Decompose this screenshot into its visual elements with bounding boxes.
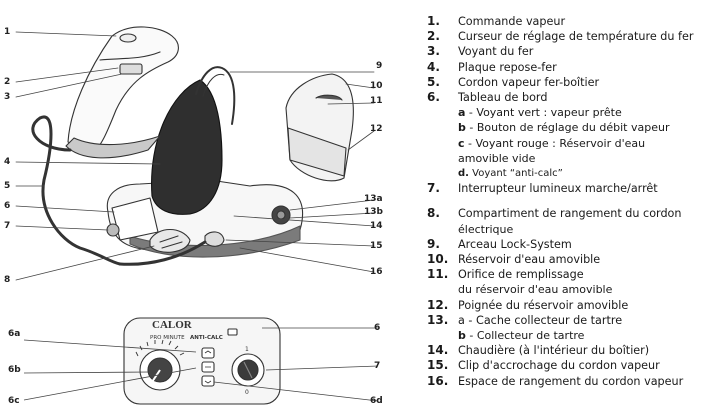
legend-sub-13b: b - Collecteur de tartre <box>458 329 585 343</box>
callout-16: 16 <box>370 267 383 277</box>
iron-steam-trigger <box>119 33 137 43</box>
cord-compartment <box>149 228 191 253</box>
legend-sub-6a: a - Voyant vert : vapeur prête <box>458 106 622 120</box>
legend-item-11: 11.Orifice de remplissage <box>427 267 584 282</box>
callout-7: 7 <box>4 221 10 231</box>
callout-5: 5 <box>4 181 10 191</box>
tank-fill-opening <box>315 94 343 101</box>
cord-clip <box>204 231 225 247</box>
legend-item-15: 15.Clip d'accrochage du cordon vapeur <box>427 358 660 373</box>
legend: 1.Commande vapeur 2.Curseur de réglage d… <box>427 14 699 389</box>
legend-item-5: 5.Cordon vapeur fer-boîtier <box>427 74 600 89</box>
callout-10: 10 <box>370 81 383 91</box>
power-switch <box>231 353 265 387</box>
iron-temp-slider <box>119 63 143 75</box>
legend-item-12: 12.Poignée du réservoir amovible <box>427 297 629 312</box>
lock-arch <box>195 66 236 125</box>
steam-cord <box>31 115 122 266</box>
callout-8: 8 <box>4 275 10 285</box>
indicator-lights <box>201 347 215 387</box>
iron-rest-plate <box>151 79 223 215</box>
callout-9: 9 <box>376 61 382 71</box>
callout-12: 12 <box>370 124 383 134</box>
callout-15: 15 <box>370 241 383 251</box>
legend-item-7: 7.Interrupteur lumineux marche/arrêt <box>427 181 658 196</box>
legend-sub-6d: d. Voyant “anti-calc” <box>458 168 563 180</box>
callout-14: 14 <box>370 221 383 231</box>
panel-anticalc: ANTI-CALC <box>190 335 223 341</box>
callout-13b: 13b <box>364 207 384 217</box>
legend-item-1: 1.Commande vapeur <box>427 14 566 28</box>
legend-item-13: 13.a - Cache collecteur de tartre <box>427 312 623 327</box>
callout-11: 11 <box>370 96 383 106</box>
panel-brand: CALOR <box>152 319 193 331</box>
iron-soleplate <box>65 135 161 159</box>
callout-6c: 6c <box>8 396 20 406</box>
callout-2: 2 <box>4 77 10 87</box>
legend-item-9: 9.Arceau Lock-System <box>427 236 572 251</box>
legend-sub-6c-cont: amovible vide <box>458 151 536 165</box>
legend-item-8-cont: électrique <box>458 222 514 236</box>
panel-model: PRO MINUTE <box>150 335 185 341</box>
callout-6d: 6d <box>370 396 383 406</box>
anticalc-indicator <box>227 328 238 336</box>
legend-item-3: 3.Voyant du fer <box>427 44 534 59</box>
switch-on-label: 1 <box>245 346 249 353</box>
callout-4: 4 <box>4 157 10 167</box>
callout-6a: 6a <box>8 329 20 339</box>
legend-item-6: 6.Tableau de bord <box>427 90 548 105</box>
legend-item-4: 4.Plaque repose-fer <box>427 59 557 74</box>
callout-3: 3 <box>4 92 10 102</box>
callout-panel-7: 7 <box>374 361 380 371</box>
tank-handle <box>287 127 347 177</box>
legend-sub-6b: b - Bouton de réglage du débit vapeur <box>458 121 670 135</box>
appliance-diagram: 1 2 3 4 5 6 7 8 9 10 11 12 13a 13b 14 15… <box>4 26 384 406</box>
legend-item-11-cont: du réservoir d'eau amovible <box>458 283 613 297</box>
switch-off-label: 0 <box>245 389 249 396</box>
callout-1: 1 <box>4 27 10 37</box>
legend-item-16: 16.Espace de rangement du cordon vapeur <box>427 373 684 388</box>
steam-iron <box>67 26 179 153</box>
legend-item-2: 2.Curseur de réglage de température du f… <box>427 29 694 44</box>
callout-6b: 6b <box>8 365 21 375</box>
callout-panel-6: 6 <box>374 323 380 333</box>
callout-6: 6 <box>4 201 10 211</box>
callout-13a: 13a <box>364 194 383 204</box>
legend-item-14: 14.Chaudière (à l'intérieur du boîtier) <box>427 343 650 358</box>
legend-item-8: 8.Compartiment de rangement du cordon <box>427 206 682 221</box>
legend-sub-6c: c - Voyant rouge : Réservoir d'eau <box>458 136 646 150</box>
legend-item-10: 10.Réservoir d'eau amovible <box>427 252 601 267</box>
